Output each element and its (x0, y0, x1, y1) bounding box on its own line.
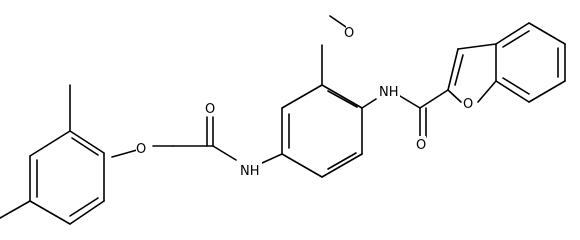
bond (69, 197, 99, 217)
bond (69, 130, 105, 154)
right-carbonyl-oxygen-label: O (416, 138, 426, 153)
bond (261, 153, 283, 164)
bond (281, 153, 323, 178)
bond (29, 200, 71, 225)
bond (419, 89, 449, 109)
bond (502, 77, 530, 95)
bond (329, 15, 347, 28)
bond (495, 22, 530, 45)
methoxy-oxygen-label: O (344, 26, 354, 41)
right-amide-nh-label: NH (379, 85, 399, 100)
bond (69, 200, 105, 225)
bond (447, 48, 459, 91)
bond (502, 30, 530, 48)
bond (111, 149, 138, 158)
bond (495, 80, 530, 103)
bond (454, 54, 464, 86)
bond (321, 84, 363, 109)
bond (528, 22, 566, 45)
atom-labels: O NH O O O NH O (136, 24, 473, 179)
bond (212, 145, 237, 161)
bond (528, 80, 566, 103)
bond (0, 200, 31, 219)
furan-oxygen-label: O (463, 97, 473, 112)
bond (327, 152, 357, 170)
bond (447, 89, 462, 103)
bond (71, 137, 99, 156)
bond (327, 90, 358, 108)
bond (29, 130, 71, 157)
left-amide-nh-label: NH (240, 164, 260, 179)
bond (477, 80, 497, 103)
left-carbonyl-oxygen-label: O (205, 102, 215, 117)
bond (361, 98, 377, 109)
ether-oxygen-label: O (136, 142, 146, 157)
bond (457, 43, 497, 50)
bonds (0, 15, 566, 225)
bond (321, 153, 363, 178)
bond (281, 84, 323, 109)
molecule-structure: O NH O O O NH O (0, 15, 566, 225)
